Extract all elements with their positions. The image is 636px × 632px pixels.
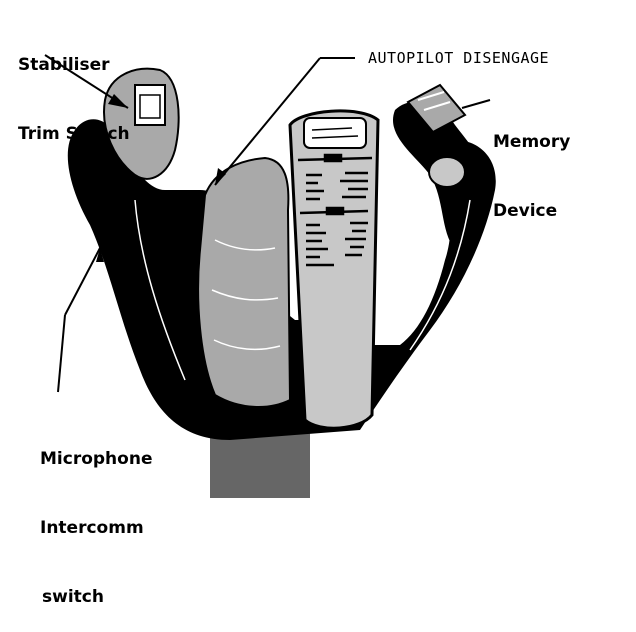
stabiliser-trim-label-line-1: Stabiliser: [18, 55, 110, 75]
memory-device-label-line-1: Memory: [493, 132, 571, 152]
microphone-label-line-1: Microphone: [40, 449, 153, 469]
microphone-intercomm-label: Microphone Intercomm switch: [40, 402, 152, 632]
checklist-text: [297, 153, 373, 267]
memory-device: [406, 83, 467, 134]
memory-device-label: Memory Device: [493, 85, 570, 246]
microphone-label-line-3: switch: [42, 587, 104, 607]
memory-device-label-line-2: Device: [493, 201, 558, 221]
autopilot-disengage-label: AUTOPILOT DISENGAGE: [368, 49, 550, 67]
right-grip-button: [428, 156, 466, 188]
column-cover: [197, 156, 292, 408]
yoke-body: [67, 119, 496, 441]
stabiliser-trim-label-line-2: Trim Switch: [18, 124, 130, 144]
microphone-label-line-2: Intercomm: [40, 518, 144, 538]
control-yoke-diagram: [44, 54, 496, 498]
stabiliser-trim-label: Stabiliser Trim Switch: [18, 8, 130, 169]
panel-clip: [303, 117, 367, 149]
